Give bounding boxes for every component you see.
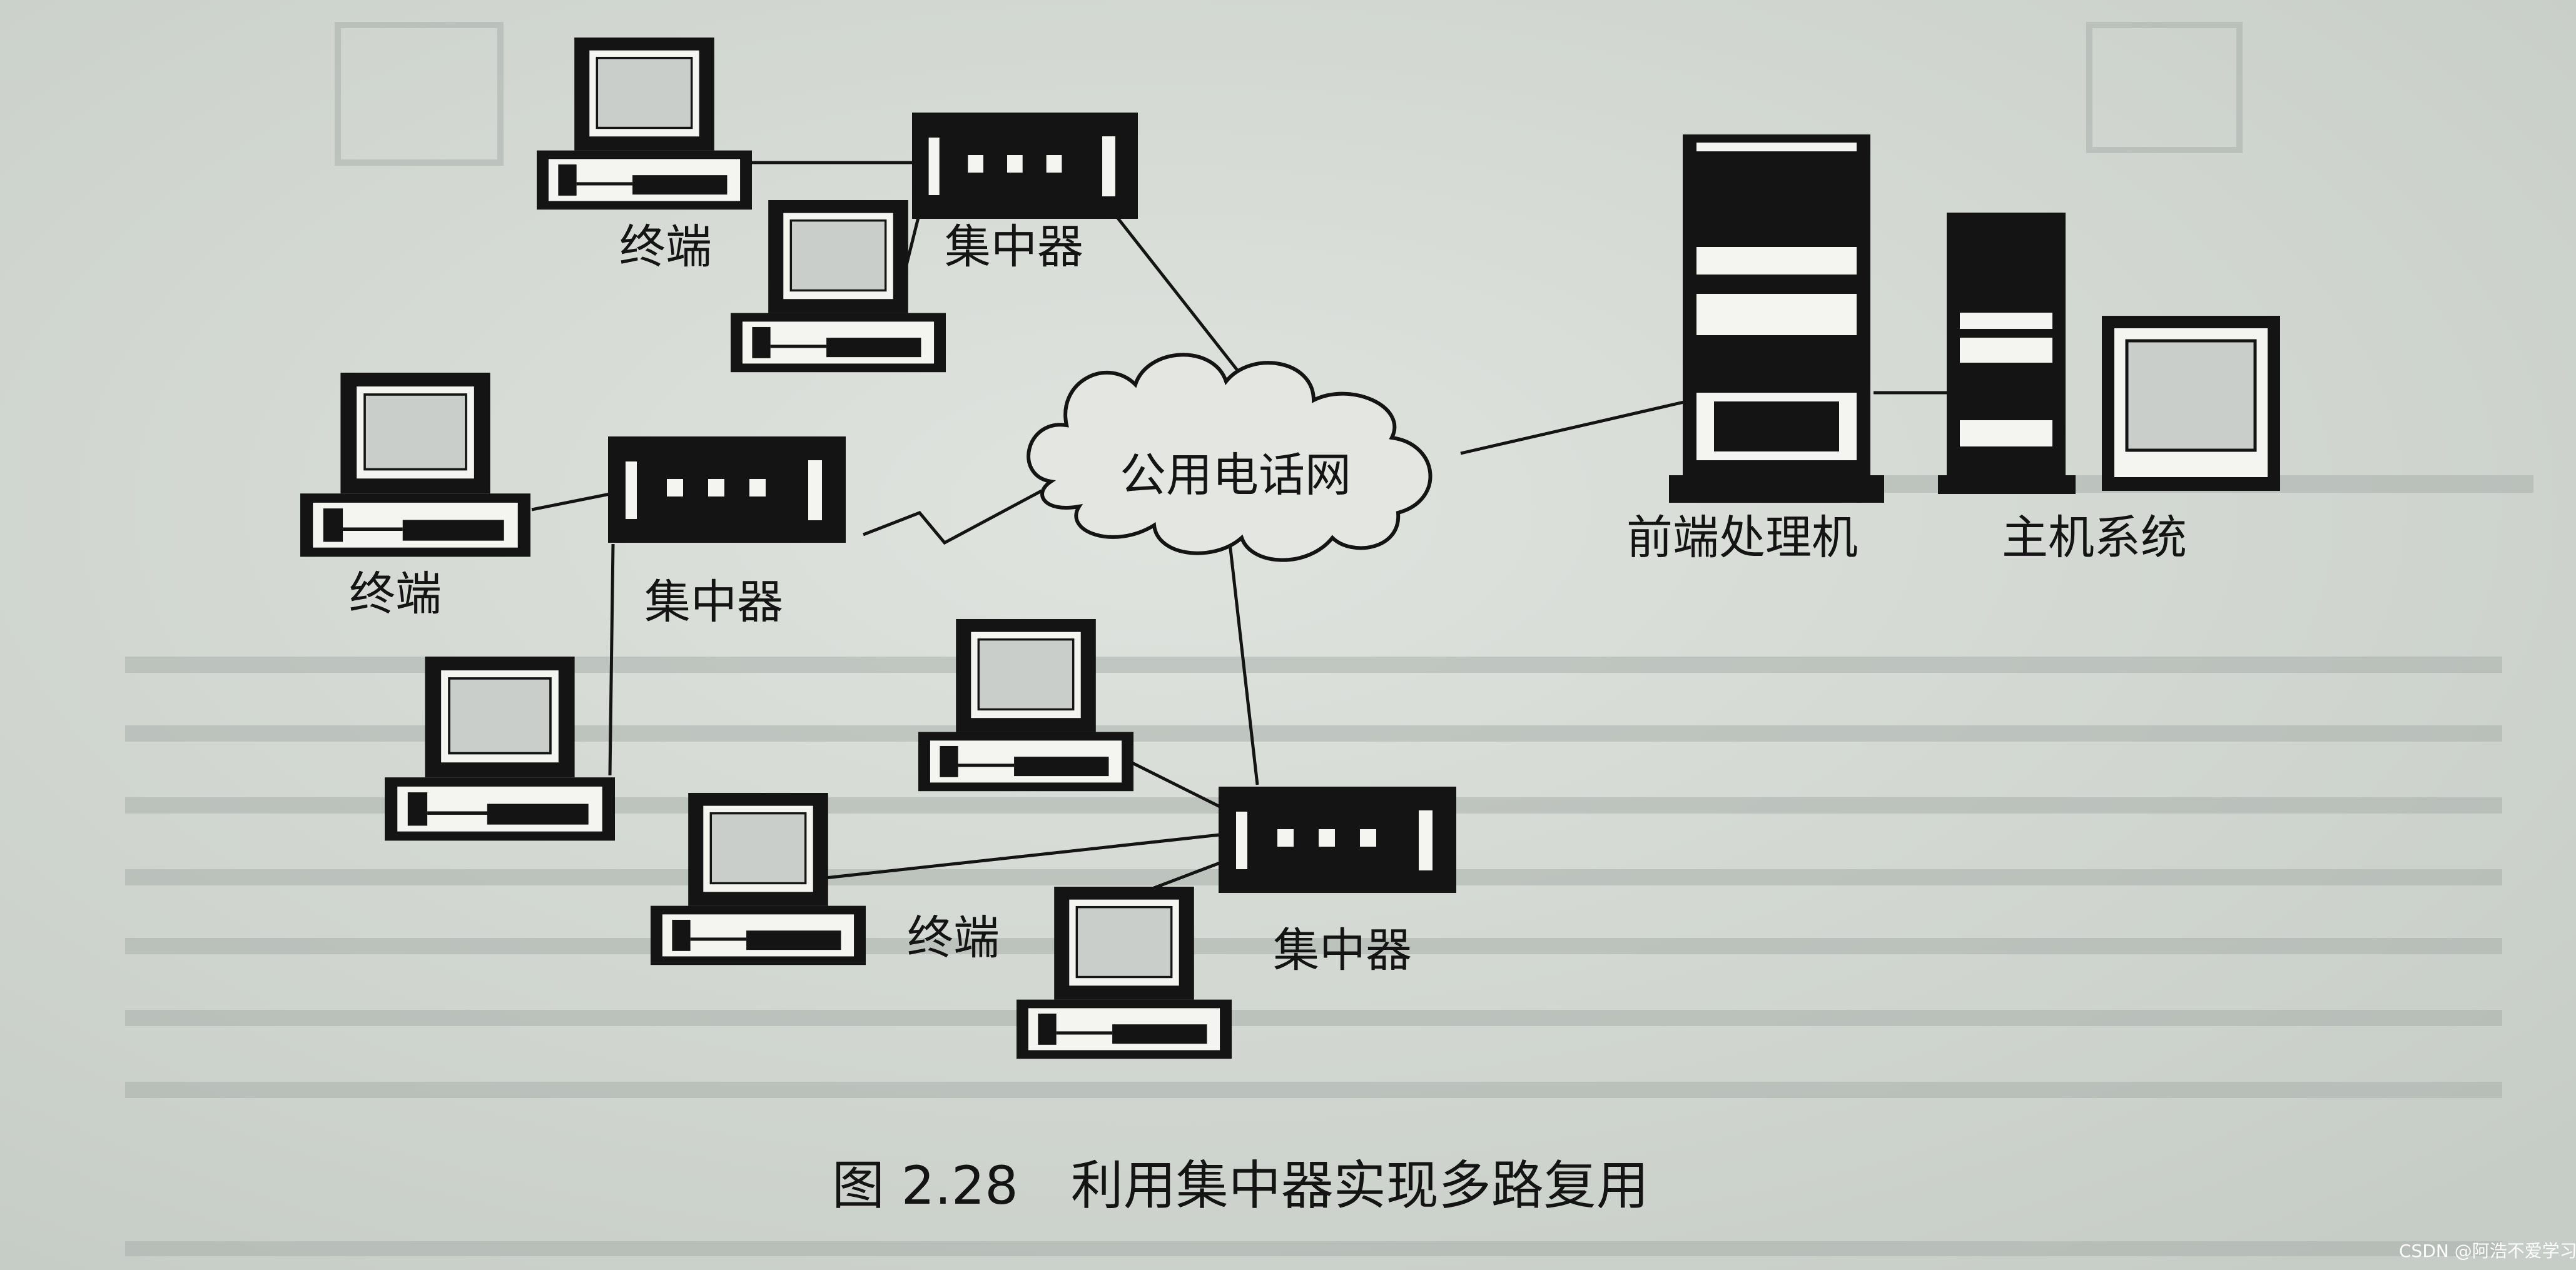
concentrator-2 xyxy=(608,436,846,543)
label-terminal-3: 终端 xyxy=(907,911,1000,965)
link-network-to-front-end xyxy=(1460,398,1693,455)
link-terminal-5-to-concentrator-3 xyxy=(1131,761,1221,809)
label-concentrator-1: 集中器 xyxy=(945,220,1083,274)
label-terminal-2: 终端 xyxy=(349,567,442,621)
label-concentrator-3: 集中器 xyxy=(1273,924,1412,977)
network-cloud xyxy=(1027,353,1433,562)
link-concentrator-3-to-network xyxy=(1227,537,1259,785)
link-concentrator-1-to-network xyxy=(1112,211,1252,389)
link-terminal-3-to-concentrator-2 xyxy=(531,492,611,512)
figure-caption: 图 2.28 利用集中器实现多路复用 xyxy=(832,1155,1649,1216)
label-network: 公用电话网 xyxy=(1120,448,1351,502)
link-terminal-4-to-concentrator-2 xyxy=(608,543,615,776)
concentrator-1 xyxy=(912,113,1138,219)
label-front-end: 前端处理机 xyxy=(1626,511,1858,565)
label-terminal-1: 终端 xyxy=(619,220,712,274)
link-terminal-6-to-concentrator-3 xyxy=(819,833,1220,880)
concentrator-3 xyxy=(1219,787,1456,893)
host-system xyxy=(1938,213,2280,494)
front-end-processor xyxy=(1669,134,1884,503)
watermark-text: CSDN @阿浩不爱学习 xyxy=(2399,1241,2576,1261)
label-host: 主机系统 xyxy=(2002,511,2187,565)
label-concentrator-2: 集中器 xyxy=(644,575,783,629)
link-concentrator-2-to-network xyxy=(863,489,1043,545)
